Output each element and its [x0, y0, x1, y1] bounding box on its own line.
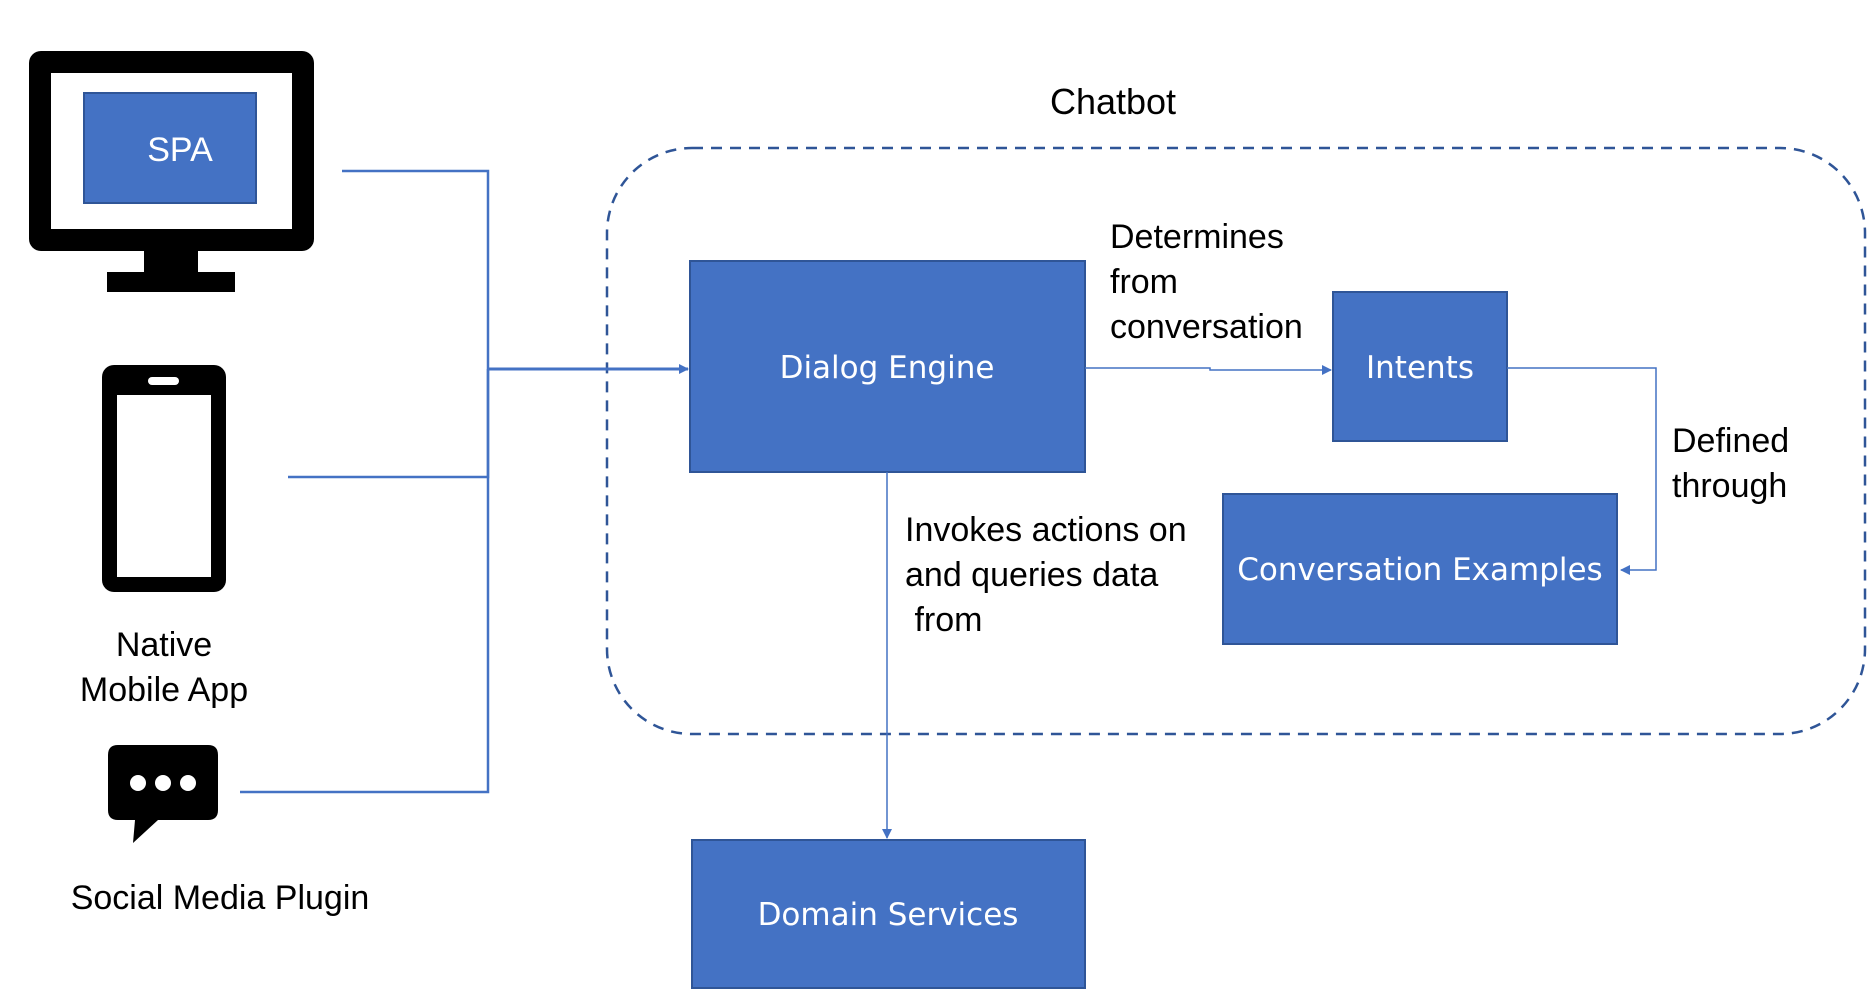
- arrow-to-intents: [1085, 365, 1332, 375]
- chatbot-boundary: [605, 146, 1867, 736]
- mobile-label-line1: Native: [116, 626, 212, 664]
- determines-label-line1: Determines: [1110, 218, 1284, 256]
- invokes-label-line3: from: [905, 601, 982, 639]
- connector-desktop: [342, 169, 490, 369]
- invokes-label-line1: Invokes actions on: [905, 511, 1187, 549]
- intents-label: Intents: [1366, 350, 1474, 386]
- conversation-examples-box: [1222, 493, 1618, 645]
- invokes-label-line2: and queries data: [905, 556, 1158, 594]
- social-label: Social Media Plugin: [71, 879, 370, 917]
- connector-social: [240, 369, 490, 794]
- domain-services-box: [691, 839, 1086, 989]
- defined-label-line1: Defined: [1672, 422, 1789, 460]
- dialog-engine-box: [689, 260, 1086, 473]
- defined-label-line2: through: [1672, 467, 1787, 505]
- dialog-engine-label: Dialog Engine: [780, 350, 995, 386]
- spa-box: [83, 92, 257, 204]
- determines-label-line2: from: [1110, 263, 1178, 301]
- arrow-to-conversation-examples: [1507, 367, 1657, 575]
- domain-services-label: Domain Services: [758, 897, 1019, 933]
- chat-bubble-icon: [108, 745, 218, 843]
- spa-label: SPA: [147, 131, 213, 169]
- chatbot-title: Chatbot: [1050, 81, 1176, 122]
- conversation-examples-label: Conversation Examples: [1237, 552, 1602, 588]
- mobile-label-line2: Mobile App: [80, 671, 248, 709]
- connector-mobile: [288, 369, 490, 479]
- smartphone-icon: [102, 365, 226, 592]
- intents-box: [1332, 291, 1508, 442]
- determines-label-line3: conversation: [1110, 308, 1303, 346]
